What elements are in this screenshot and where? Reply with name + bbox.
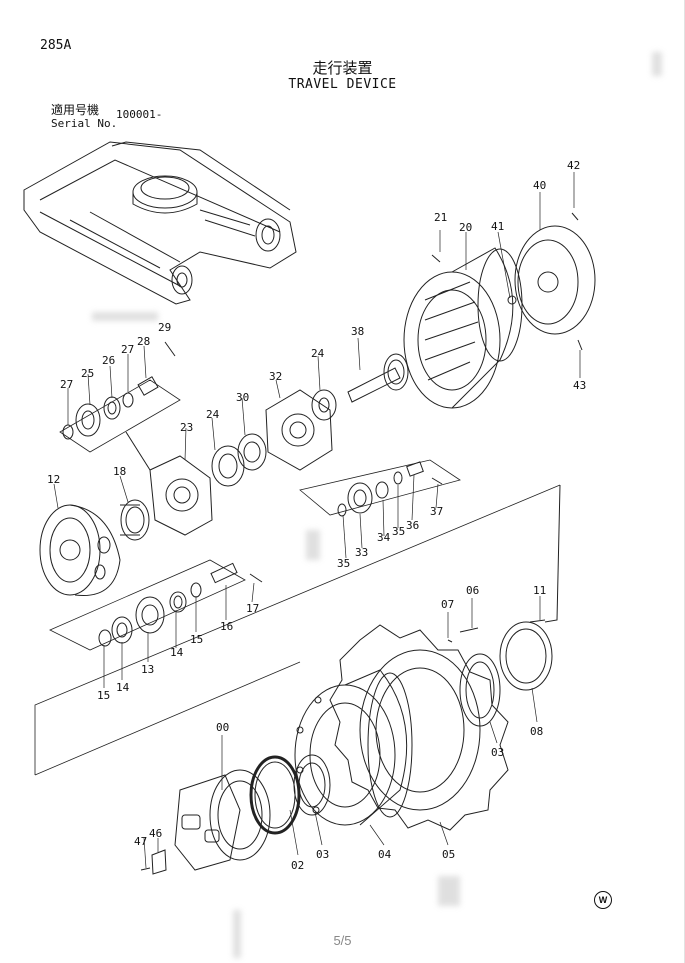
part-label: 08 [530, 725, 543, 738]
blurred-artifact [92, 312, 158, 321]
part-label: 16 [220, 620, 233, 633]
part-label: 18 [113, 465, 126, 478]
part-label: 02 [291, 859, 304, 872]
part-label: 13 [141, 663, 154, 676]
travel-motor-00 [140, 769, 271, 875]
part-label: 24 [311, 347, 325, 360]
blurred-artifact [652, 52, 662, 76]
blurred-artifact [233, 910, 241, 958]
planet-gear-group-upper [59, 341, 181, 453]
planet-gear-group-lower [49, 559, 263, 651]
part-label: 03 [316, 848, 329, 861]
seal-03-08 [447, 484, 561, 727]
serial-label-english: Serial No. [51, 117, 118, 130]
blurred-artifact [438, 876, 460, 906]
page-number: 5/5 [333, 933, 352, 948]
part-label: 30 [236, 391, 249, 404]
part-label: 41 [491, 220, 504, 233]
part-label: 42 [567, 159, 580, 172]
part-label: 21 [434, 211, 447, 224]
ring-gear-20 [403, 247, 523, 409]
part-label: 40 [533, 179, 546, 192]
part-label: 46 [149, 827, 162, 840]
part-label: 26 [102, 354, 115, 367]
carrier-assembly [125, 431, 267, 536]
brand-logo-icon: W [594, 891, 612, 909]
part-label: 47 [134, 835, 147, 848]
sprocket-05 [329, 624, 509, 831]
serial-value: 100001- [116, 108, 163, 121]
part-label: 20 [459, 221, 472, 234]
part-label: 03 [491, 746, 504, 759]
part-label: 38 [351, 325, 364, 338]
crawler-overview [23, 141, 297, 305]
part-label: 00 [216, 721, 229, 734]
shaft-38 [347, 353, 409, 403]
part-label: 15 [97, 689, 110, 702]
part-label: 33 [355, 546, 368, 559]
part-label: 17 [246, 602, 259, 615]
carrier-32-group [265, 389, 461, 517]
title-english: TRAVEL DEVICE [288, 77, 397, 92]
seal-02-03 [249, 754, 331, 835]
part-label: 06 [466, 584, 479, 597]
hub-12 [39, 504, 121, 597]
part-label: 14 [116, 681, 130, 694]
title-japanese: 走行装置 [312, 59, 373, 77]
serial-label-japanese: 適用号機 [51, 103, 100, 117]
part-label: 25 [81, 367, 94, 380]
part-label: 27 [121, 343, 134, 356]
part-label: 28 [137, 335, 150, 348]
leader-lines [53, 172, 581, 869]
part-label: 37 [430, 505, 443, 518]
bearing-18 [120, 499, 150, 541]
part-label: 15 [190, 633, 203, 646]
part-label: 34 [377, 531, 391, 544]
part-label: 35 [337, 557, 350, 570]
part-label: 32 [269, 370, 282, 383]
part-label: 24 [206, 408, 220, 421]
part-label: 11 [533, 584, 546, 597]
part-label: 23 [180, 421, 193, 434]
part-label: 43 [573, 379, 586, 392]
part-label: 27 [60, 378, 73, 391]
part-label: 12 [47, 473, 60, 486]
part-label: 35 [392, 525, 405, 538]
blurred-artifact [306, 530, 320, 560]
part-labels: 00 02 03 03 04 05 06 07 08 11 12 13 14 1… [47, 159, 586, 872]
part-label: 36 [406, 519, 419, 532]
part-label: 14 [170, 646, 184, 659]
page-code: 285A [40, 38, 72, 53]
part-label: 07 [441, 598, 454, 611]
cover-40 [507, 212, 596, 351]
part-label: 04 [378, 848, 392, 861]
drum-04 [294, 669, 413, 826]
part-label: 05 [442, 848, 455, 861]
part-label: 29 [158, 321, 171, 334]
exploded-frame [34, 484, 561, 776]
